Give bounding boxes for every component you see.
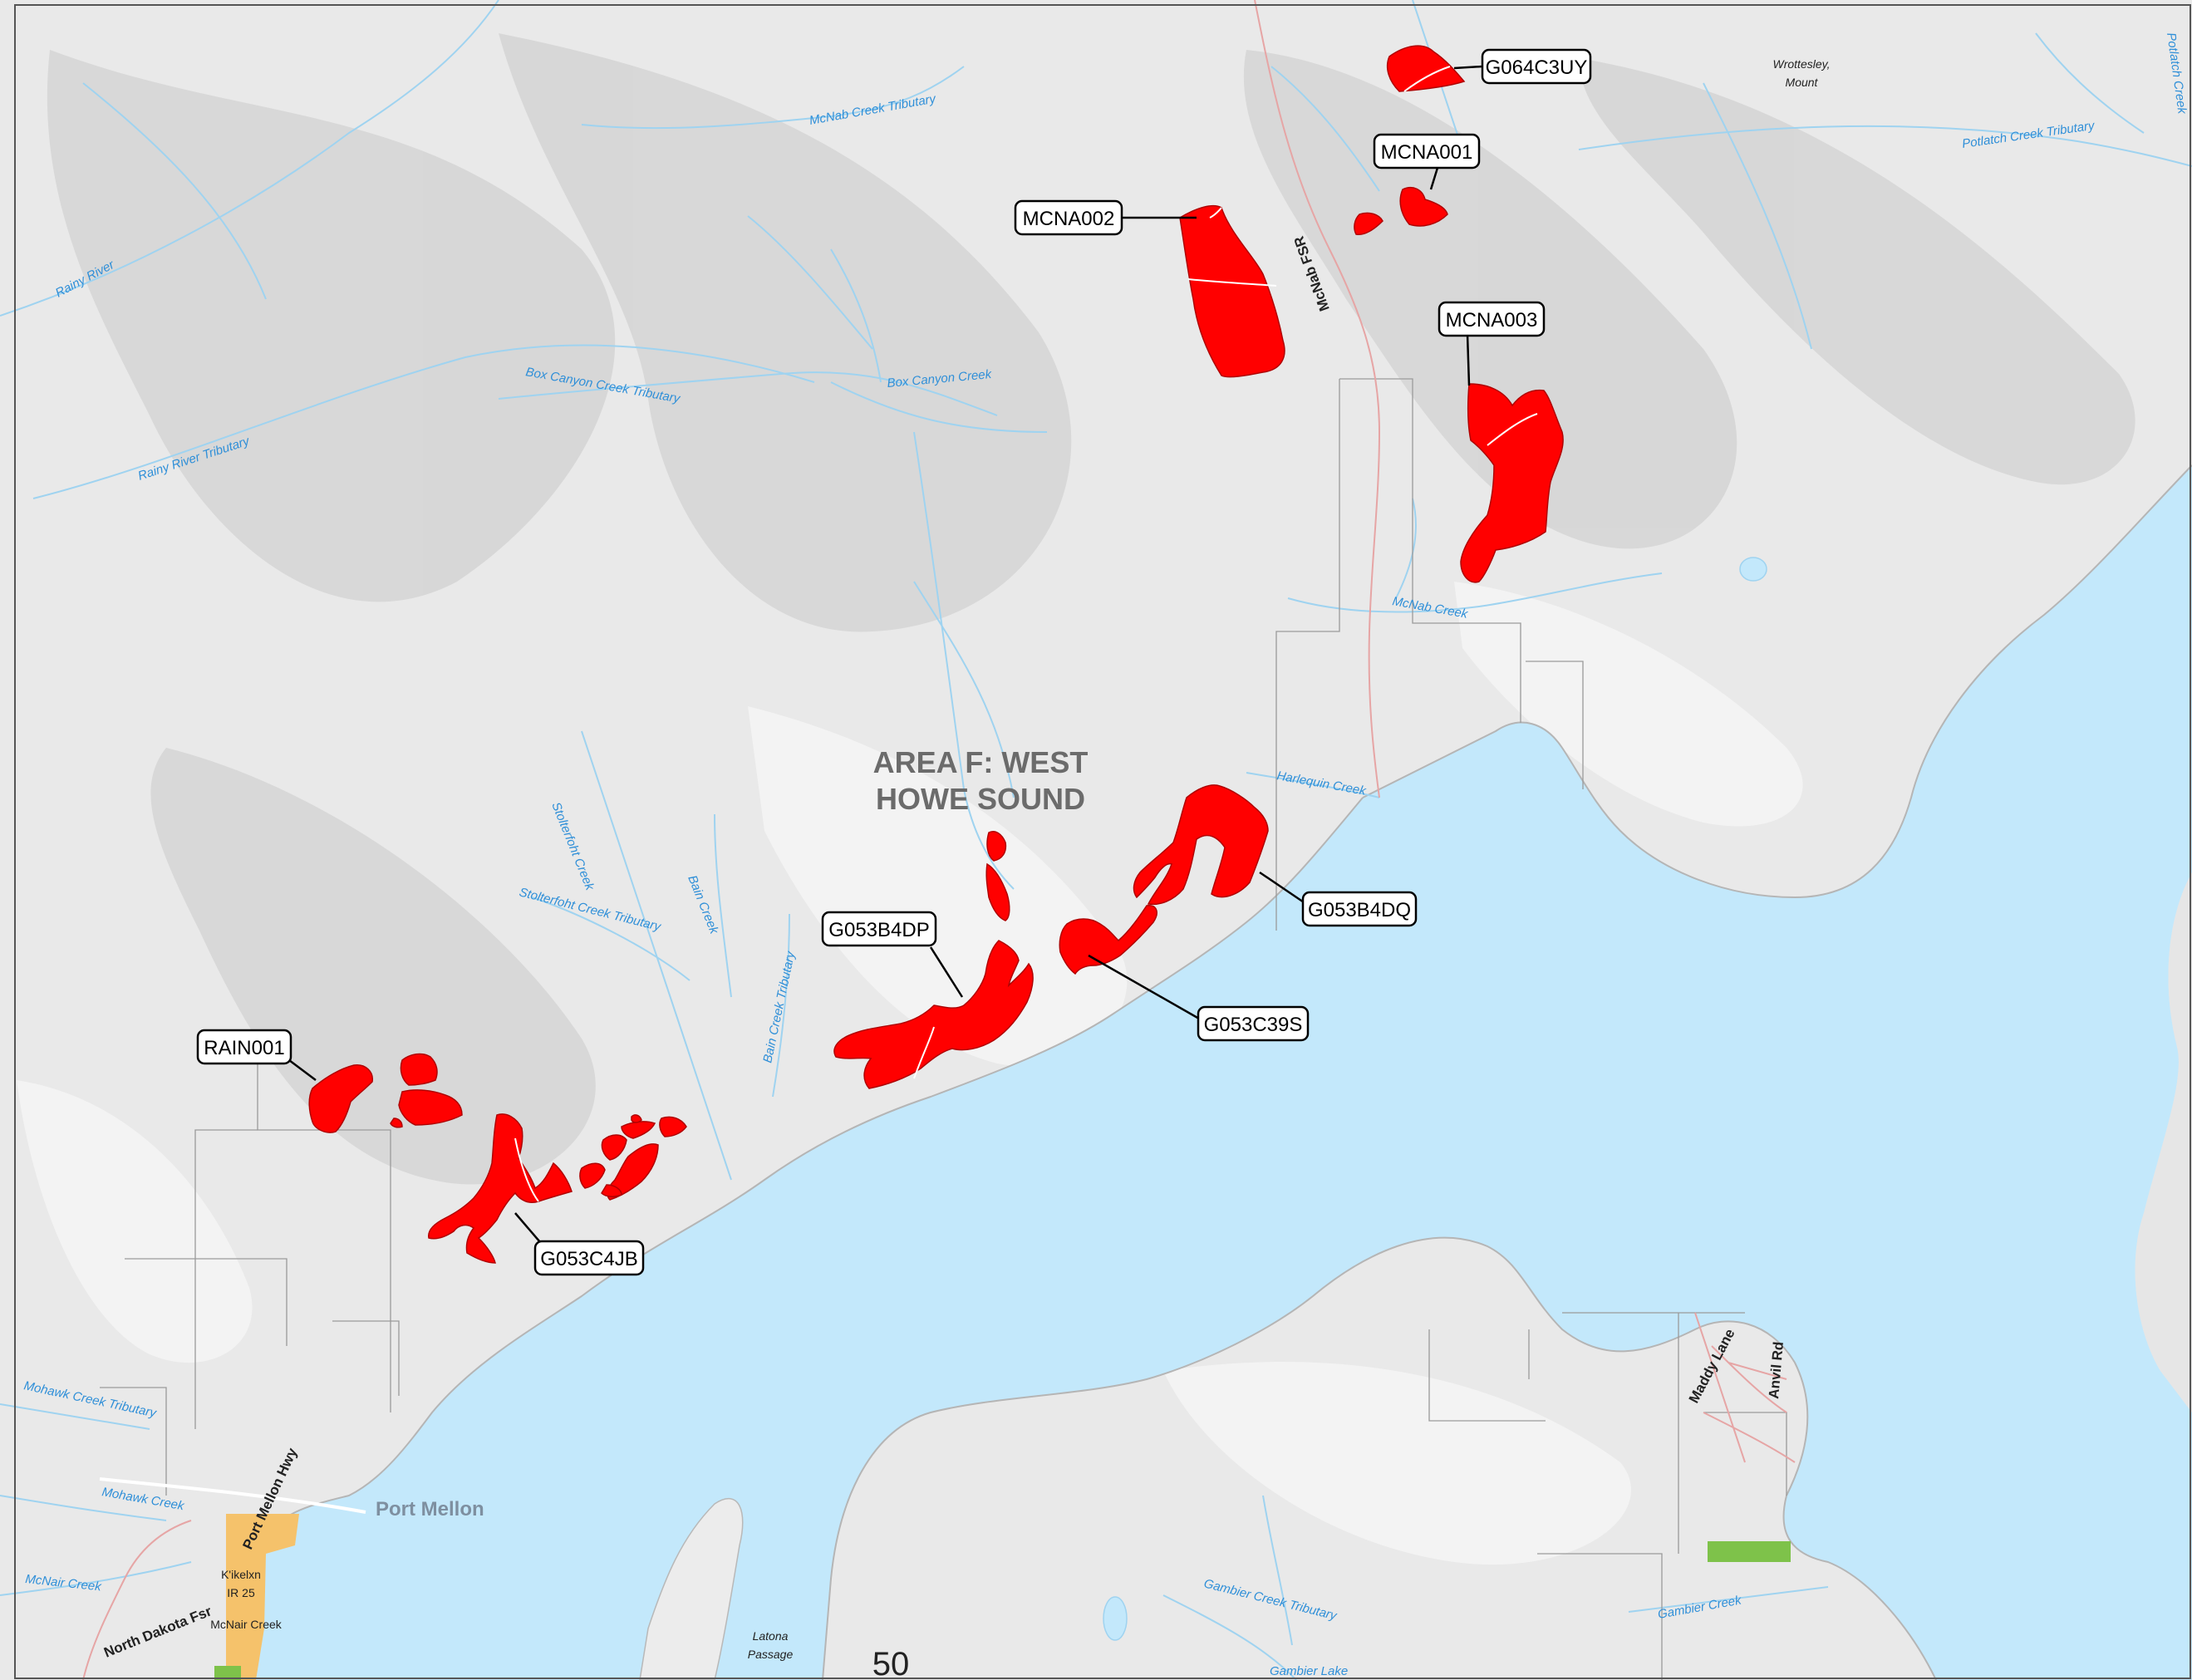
cutblock-RAIN001-b [400,1053,438,1086]
small-lake [1739,557,1767,582]
cutblock-RAIN001-d [390,1118,403,1128]
label-latona-1: Latona [753,1629,789,1643]
kikelxn-reserve-area [226,1514,299,1680]
coastlines [248,464,2192,1680]
callout-G064C3UY[interactable]: G064C3UY [1481,48,1592,85]
cutblock-G064C3UY [1386,45,1466,92]
gambier-lake [1103,1596,1128,1641]
label-kikelxn-1: K'ikelxn [221,1568,261,1581]
callout-label: MCNA002 [1023,208,1115,230]
parcel-lines [100,378,1787,1680]
cutblock-G053B4DQ [1133,784,1269,906]
cutblock-MCNA001a [1399,186,1448,227]
cutblock-G053C4JB-g [631,1114,642,1123]
callout-MCNA003[interactable]: MCNA003 [1438,301,1546,337]
callout-G053B4DQ[interactable]: G053B4DQ [1301,891,1418,927]
cutblock-G053C4JB-b [579,1162,606,1189]
page-number: 50 [872,1646,910,1680]
map-frame [14,4,2191,1679]
park-area [1708,1541,1791,1562]
callout-label: MCNA001 [1381,141,1473,164]
callout-G053B4DP[interactable]: G053B4DP [821,911,937,947]
cutblocks [308,45,1564,1264]
area-label-line1: AREA F: WEST [873,745,1089,779]
cutblock-G053C4JB-c [601,1134,627,1161]
cutblock-RAIN001 [308,1064,373,1133]
label-mcnair-creek-place: McNair Creek [210,1618,283,1631]
terrain-highlights [17,582,1803,1565]
mcnab-fsr-road [1254,0,1381,798]
place-labels: Wrottesley, Mount Port Mellon Latona Pas… [210,57,1830,1661]
callout-G053C4JB[interactable]: G053C4JB [533,1240,645,1276]
callout-label: G064C3UY [1486,56,1588,79]
callout-label: MCNA003 [1446,309,1538,332]
cutblock-MCNA002 [1179,204,1285,378]
label-latona-2: Passage [748,1648,794,1661]
label-port-mellon: Port Mellon [376,1498,484,1520]
small-park-area [214,1666,241,1680]
label-wrottesley-1: Wrottesley, [1773,57,1831,71]
label-wrottesley-2: Mount [1786,76,1819,89]
callout-label: G053B4DQ [1308,899,1411,921]
cutblock-G053B4DP-north [986,831,1007,862]
callout-label: G053C39S [1204,1014,1303,1036]
roads [82,0,1796,1680]
terrain-shading [47,33,2135,1185]
cutblock-G053B4DP [833,940,1034,1089]
howe-sound-water [249,465,2192,1680]
cutblock-G053C4JB [428,1113,573,1264]
callout-MCNA001[interactable]: MCNA001 [1373,133,1481,169]
callout-label: G053B4DP [828,919,929,941]
cutblock-RAIN001-c [398,1089,463,1126]
callout-G053C39S[interactable]: G053C39S [1197,1005,1310,1042]
cutblock-G053B4DP-mid [985,862,1010,921]
cutblock-MCNA001b [1354,212,1384,236]
cutblock-MCNA003 [1460,383,1564,583]
label-gambier-lake: Gambier Lake [1270,1664,1348,1678]
cutblock-G053C39S [1059,905,1157,975]
cutblock-G053C4JB-e [607,1143,659,1201]
islet [639,1498,744,1680]
callout-RAIN001[interactable]: RAIN001 [196,1029,292,1065]
cutblock-internal-roads [514,66,1538,1202]
area-label-line2: HOWE SOUND [876,782,1085,816]
cutblock-G053C4JB-h [601,1184,622,1197]
label-kikelxn-2: IR 25 [227,1586,255,1599]
east-shore-land [2135,872,2192,1412]
callout-MCNA002[interactable]: MCNA002 [1014,199,1123,236]
callout-label: RAIN001 [204,1037,284,1059]
callout-label: G053C4JB [540,1248,637,1270]
cutblock-G053C4JB-f [659,1116,687,1137]
